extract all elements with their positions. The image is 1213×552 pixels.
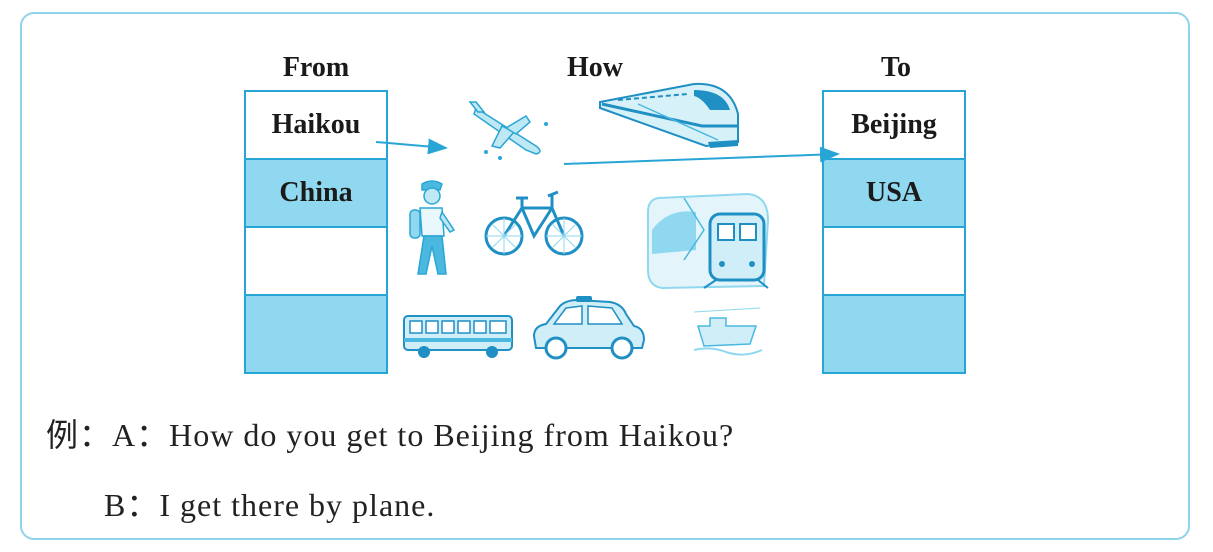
example-line-a: 例：A：How do you get to Beijing from Haiko… <box>46 410 734 456</box>
arrow-from-haikou <box>376 142 446 148</box>
subway-icon <box>644 190 772 294</box>
bike-icon <box>484 182 584 260</box>
arrow-to-beijing <box>564 154 838 164</box>
example-line-b: B：I get there by plane. <box>104 480 435 526</box>
plane-icon <box>466 98 556 168</box>
bus-icon <box>402 312 514 362</box>
ship-icon <box>690 304 766 360</box>
car-icon <box>530 296 646 362</box>
train-icon <box>598 80 744 152</box>
walking-person-icon <box>404 178 460 282</box>
